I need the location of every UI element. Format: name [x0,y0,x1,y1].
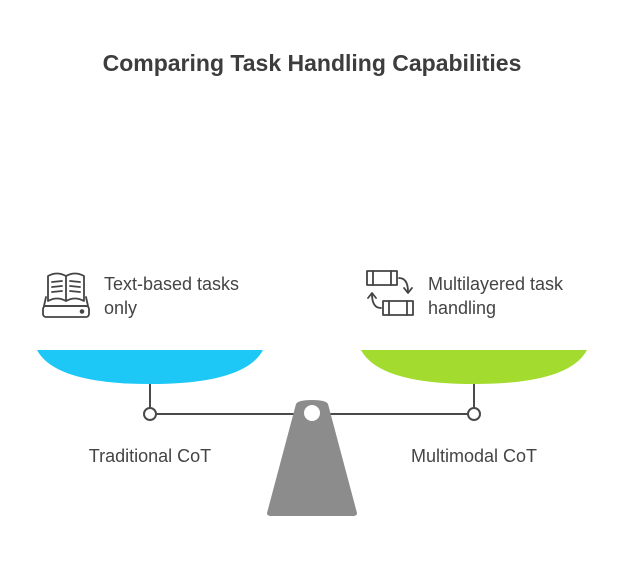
left-pivot [143,407,157,421]
swap-frames-icon [366,270,414,316]
right-pivot [467,407,481,421]
open-book-icon [42,272,90,318]
fulcrum-pivot [302,403,322,423]
right-description: Multilayered task handling [428,272,563,320]
right-description-line2: handling [428,298,497,318]
fulcrum [267,400,357,516]
right-pan [361,350,587,384]
left-pan [37,350,263,384]
right-label: Multimodal CoT [410,446,538,466]
left-description-line1: Text-based tasks [104,274,240,294]
left-description: Text-based tasks only [104,272,239,320]
left-label: Traditional CoT [88,446,212,466]
left-description-line2: only [104,298,138,318]
page-title: Comparing Task Handling Capabilities [102,50,522,76]
right-description-line1: Multilayered task [428,274,564,294]
